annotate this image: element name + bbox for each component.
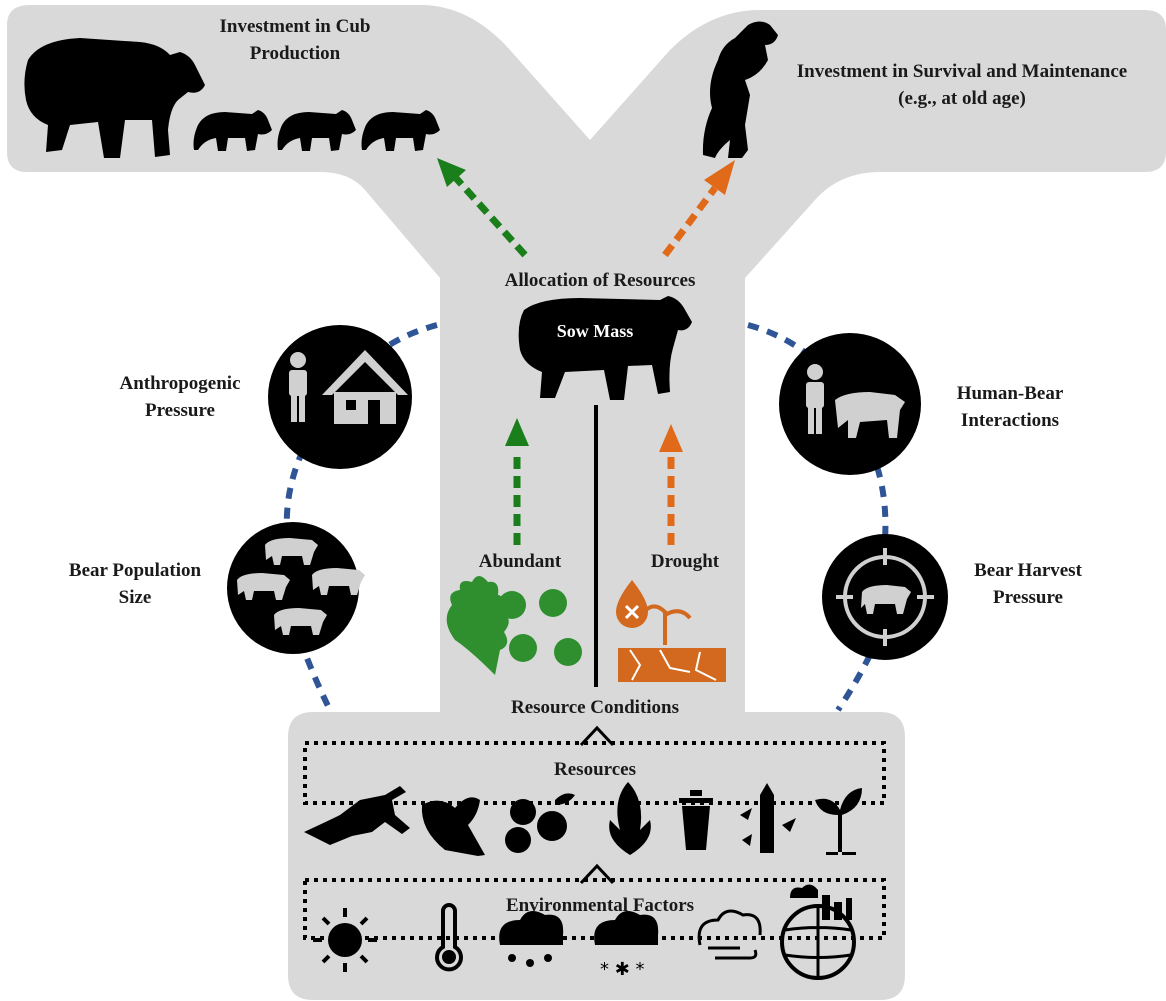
drought-label: Drought [625, 548, 745, 575]
bear-harvest-label: Bear Harvest Pressure [948, 557, 1108, 611]
environmental-factors-label: Environmental Factors [470, 892, 730, 919]
survival-title-line1: Investment in Survival and Maintenance [762, 58, 1162, 85]
bear-harvest-factor [822, 534, 948, 660]
anthropogenic-label: Anthropogenic Pressure [100, 370, 260, 424]
y-panel-shape [7, 5, 1166, 1000]
anthropogenic-pressure-factor [268, 325, 412, 469]
human-bear-label: Human-Bear Interactions [935, 380, 1085, 434]
cub-production-title-line2: Production [200, 40, 390, 67]
bear-population-label-line1: Bear Population [40, 557, 230, 584]
sow-mass-label: Sow Mass [540, 318, 650, 345]
right-connector-bottom [838, 655, 870, 710]
allocation-label: Allocation of Resources [470, 267, 730, 294]
cub-production-title: Investment in Cub Production [200, 13, 390, 67]
left-connector-middle [287, 450, 303, 530]
svg-text:* ✱ *: * ✱ * [600, 959, 645, 980]
human-bear-label-line1: Human-Bear [935, 380, 1085, 407]
anthropogenic-label-line1: Anthropogenic [100, 370, 260, 397]
bear-population-label-line2: Size [40, 584, 230, 611]
bear-population-label: Bear Population Size [40, 557, 230, 611]
cub-production-title-line1: Investment in Cub [200, 13, 390, 40]
anthropogenic-label-line2: Pressure [100, 397, 260, 424]
human-bear-interactions-factor [779, 333, 921, 475]
resource-conditions-label: Resource Conditions [470, 694, 720, 721]
bear-harvest-label-line2: Pressure [948, 584, 1108, 611]
survival-title: Investment in Survival and Maintenance (… [762, 58, 1162, 112]
bear-population-factor [227, 522, 365, 654]
human-bear-label-line2: Interactions [935, 407, 1085, 434]
y-panel [7, 5, 1166, 1000]
bear-harvest-label-line1: Bear Harvest [948, 557, 1108, 584]
abundant-label: Abundant [460, 548, 580, 575]
survival-title-line2: (e.g., at old age) [762, 85, 1162, 112]
resources-label: Resources [520, 756, 670, 783]
